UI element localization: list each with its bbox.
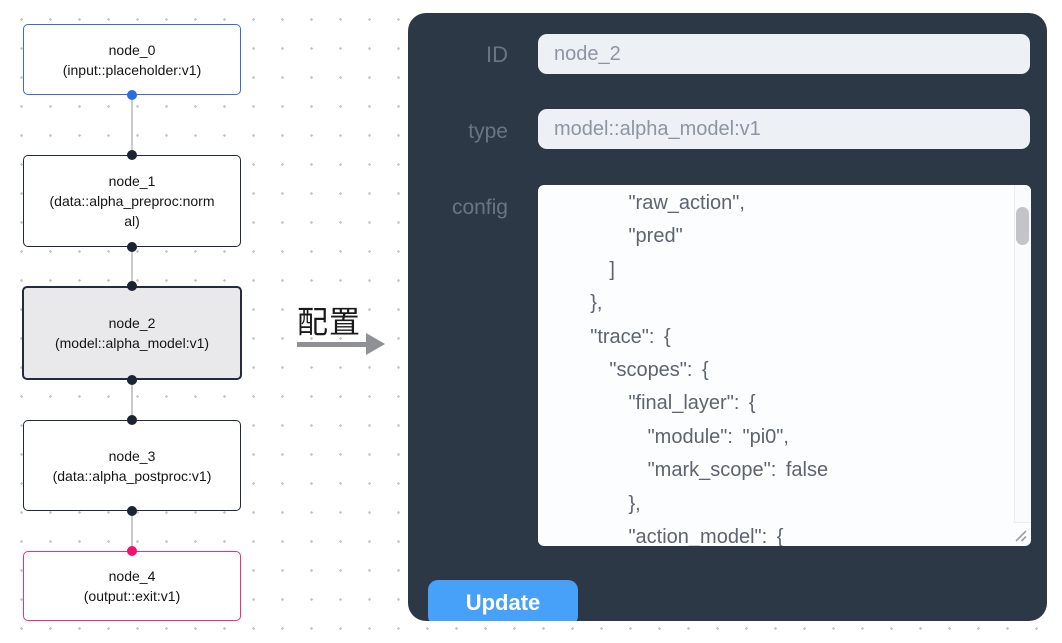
type-field-label: type — [468, 120, 508, 143]
node-label: node_2(model::alpha_model:v1) — [54, 315, 210, 351]
port-node2-input[interactable] — [127, 281, 137, 291]
id-input[interactable] — [538, 34, 1030, 74]
node-label: node_1(data::alpha_preproc:normal) — [49, 173, 215, 229]
textarea-resize-handle-icon[interactable] — [1013, 528, 1029, 544]
port-node3-input[interactable] — [127, 415, 137, 425]
configure-annotation-label: 配置 — [297, 305, 361, 340]
node-config-panel: ID type config "raw_action", "pred" ] },… — [408, 13, 1047, 621]
edge-node2-node3 — [131, 380, 133, 420]
flow-node-node_4[interactable]: node_4(output::exit:v1) — [23, 551, 241, 621]
config-textarea[interactable]: "raw_action", "pred" ] }, "trace": { "sc… — [538, 185, 1031, 546]
config-json-content: "raw_action", "pred" ] }, "trace": { "sc… — [590, 192, 829, 546]
edge-node0-node1 — [131, 95, 133, 155]
port-node4-input[interactable] — [127, 546, 137, 556]
node-label: node_4(output::exit:v1) — [83, 568, 181, 604]
port-node0-output[interactable] — [127, 90, 137, 100]
id-field-label: ID — [486, 42, 508, 67]
update-button[interactable]: Update — [428, 580, 578, 621]
type-input[interactable] — [538, 109, 1030, 149]
config-scrollbar-thumb[interactable] — [1016, 207, 1029, 245]
port-node2-output[interactable] — [127, 375, 137, 385]
node-label: node_0(input::placeholder:v1) — [62, 41, 202, 78]
edge-node3-node4 — [131, 511, 133, 551]
edge-node1-node2 — [131, 247, 133, 287]
flow-node-node_1[interactable]: node_1(data::alpha_preproc:normal) — [23, 155, 241, 247]
flow-node-node_3[interactable]: node_3(data::alpha_postproc:v1) — [23, 420, 241, 511]
node-label: node_3(data::alpha_postproc:v1) — [52, 447, 212, 484]
config-scrollbar-track[interactable] — [1014, 185, 1031, 523]
arrow-shaft — [297, 342, 368, 347]
flow-node-node_0[interactable]: node_0(input::placeholder:v1) — [23, 24, 241, 95]
port-node3-output[interactable] — [127, 506, 137, 516]
port-node1-input[interactable] — [127, 150, 137, 160]
arrow-head-icon — [366, 333, 385, 355]
config-field-label: config — [451, 196, 508, 219]
port-node1-output[interactable] — [127, 242, 137, 252]
flow-node-node_2-selected[interactable]: node_2(model::alpha_model:v1) — [22, 286, 242, 380]
